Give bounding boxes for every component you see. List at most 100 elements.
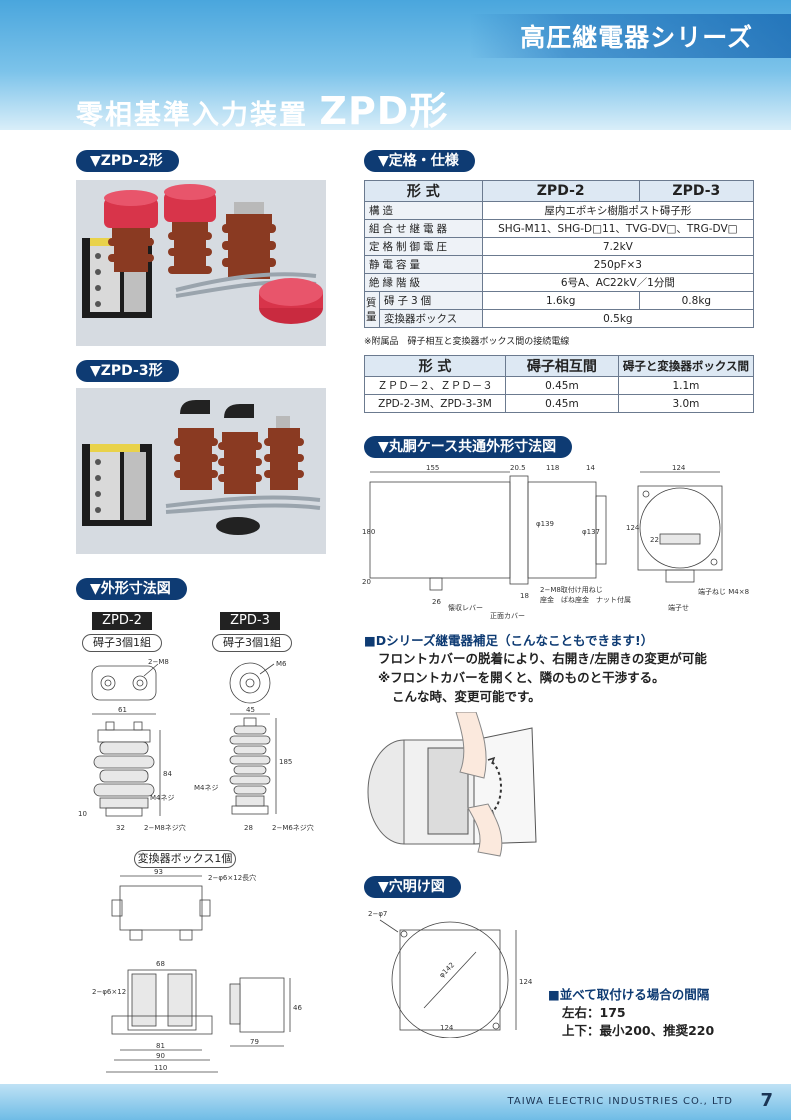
zpd2-dim-32: 32 (116, 824, 125, 832)
box-dim-81: 81 (156, 1042, 165, 1050)
spec-row-insulation: 絶縁階級 6号A、AC22kV／1分間 (364, 273, 755, 292)
drill-circle (391, 921, 509, 1038)
spec-head-type: 形 式 (364, 180, 483, 202)
case-dim-26: 26 (432, 598, 441, 606)
case-screw-label: 端子ねじ M4×8 (698, 587, 749, 596)
case-dim-14: 14 (586, 464, 595, 472)
page-footer (0, 1084, 791, 1120)
cable-head-type: 形 式 (364, 355, 506, 377)
case-dim-137: φ137 (582, 528, 600, 536)
box-pill: 変換器ボックス1個 (134, 850, 236, 868)
case-dim-20: 20 (362, 578, 371, 586)
dseries-line2: ※フロントカバーを開くと、隣のものと干渉する。 (378, 670, 665, 685)
drilling-drawing: 2−φ7 φ142 124 124 (368, 910, 533, 1038)
case-dim-124: 124 (672, 464, 686, 472)
zpd2-photo (76, 180, 326, 346)
box-hole2-label: 2−φ6×12 (92, 988, 126, 996)
spacing-ud: 上下：最小200、推奨220 (562, 1023, 715, 1038)
case-cover-label: 正面カバー (490, 612, 525, 620)
box-dim-46: 46 (293, 1004, 302, 1012)
zpd3-photo (76, 388, 326, 554)
spec-mass-label: 質量 (364, 291, 380, 328)
cable-row: ZPD-2-3M、ZPD-3-3M 0.45m 3.0m (364, 394, 755, 413)
case-dim-155: 155 (426, 464, 439, 472)
spec-row-mass-box: 変換器ボックス 0.5kg (365, 309, 755, 328)
spec-row-capacitance: 静電容量 250pF×3 (364, 255, 755, 274)
case-side-view (369, 481, 511, 579)
cable-head-between: 碍子相互間 (505, 355, 619, 377)
section-drilling: ▼穴明け図 (364, 876, 461, 898)
box-top-view (119, 885, 203, 931)
box-dim-90: 90 (156, 1052, 165, 1060)
cable-head-to-box: 碍子と変換器ボックス間 (617, 355, 755, 377)
zpd2-photo-illustration (76, 180, 326, 346)
page-number: 7 (760, 1090, 773, 1111)
zpd3-m6-label: M6 (276, 660, 287, 668)
section-specs: ▼定格・仕様 (364, 150, 475, 172)
dseries-line3: こんな時、変更可能です。 (392, 689, 541, 704)
spec-head-zpd3: ZPD-3 (638, 180, 755, 202)
spec-row-mass-insulator: 質量 碍子3個 1.6kg 0.8kg (364, 291, 755, 328)
zpd3-pill: 碍子3個1組 (212, 634, 292, 652)
series-title: 高圧継電器シリーズ (520, 23, 753, 52)
drill-square (399, 929, 501, 1031)
spec-table: 形 式 ZPD-2 ZPD-3 構造 屋内エポキシ樹脂ポスト碍子形 組合せ継電器… (364, 180, 755, 328)
zpd2-m8-hole-label: 2−M8ネジ穴 (144, 823, 186, 832)
title-model: ZPD形 (319, 89, 449, 133)
case-dim-124-v: 124 (626, 524, 640, 532)
case-dim-139: φ139 (536, 520, 554, 528)
drill-hole-label: 2−φ7 (368, 910, 387, 918)
spacing-lr: 左右：175 (562, 1005, 626, 1020)
cable-table: 形 式 碍子相互間 碍子と変換器ボックス間 ＺＰＤ－２、ＺＰＤ－３ 0.45m … (364, 355, 755, 413)
zpd2-m8-label: 2−M8 (148, 658, 169, 666)
box-dim-110: 110 (154, 1064, 167, 1072)
page-title: 零相基準入力装置 ZPD形 (76, 80, 448, 135)
zpd3-dim-28: 28 (244, 824, 253, 832)
zpd3-dim-45: 45 (246, 706, 255, 714)
case-terminal-label: 端子せ (668, 603, 689, 612)
zpd3-m4-label: M4ネジ (194, 784, 219, 792)
case-dim-22: 22 (650, 536, 659, 544)
zpd2-dim-61: 61 (118, 706, 127, 714)
drill-w-label: 124 (440, 1024, 454, 1032)
insulator-outline-drawing: 2−M8 61 84 M4ネジ 10 32 2−M8ネジ穴 M6 45 185 … (78, 658, 314, 832)
section-zpd2: ▼ZPD-2形 (76, 150, 179, 172)
box-dim-93: 93 (154, 868, 163, 876)
zpd2-m4-label: M4ネジ (150, 794, 175, 802)
zpd3-dim-label: ZPD-3 (220, 612, 280, 630)
zpd2-dim-10: 10 (78, 810, 87, 818)
section-outline: ▼外形寸法図 (76, 578, 187, 600)
box-hole1-label: 2−φ6×12長穴 (208, 873, 256, 882)
case-mount-label: 2−M8取付け用ねじ (540, 585, 603, 594)
spec-row-relay: 組合せ継電器 SHG-M11、SHG-D□11、TVG-DV□、TRG-DV□ (364, 219, 755, 238)
spec-row-structure: 構造 屋内エポキシ樹脂ポスト碍子形 (364, 201, 755, 220)
drill-h-label: 124 (519, 978, 533, 986)
case-dim-180: 180 (362, 528, 375, 536)
dseries-line1: フロントカバーの脱着により、右開き/左開きの変更が可能 (378, 651, 707, 666)
case-dim-20-5: 20.5 (510, 464, 526, 472)
spec-row-voltage: 定格制御電圧 7.2kV (364, 237, 755, 256)
cable-row: ＺＰＤ－２、ＺＰＤ－３ 0.45m 1.1m (364, 376, 755, 395)
spacing-title: ■並べて取付ける場合の間隔 (548, 987, 710, 1002)
zpd2-pill: 碍子3個1組 (82, 634, 162, 652)
converter-box-drawing: 93 2−φ6×12長穴 68 2−φ6×12 81 90 110 46 79 (92, 868, 302, 1073)
zpd2-top-view (91, 665, 157, 701)
zpd3-dim-185: 185 (279, 758, 292, 766)
spec-note: ※附属品 碍子相互と変換器ボックス間の接続電線 (364, 337, 570, 347)
case-washer-label: 座金 ばね座金 ナット付属 (540, 595, 631, 604)
box-front-view (127, 969, 197, 1031)
spec-head-zpd2: ZPD-2 (481, 180, 640, 202)
title-prefix: 零相基準入力装置 (76, 100, 308, 131)
zpd3-photo-illustration (76, 388, 326, 554)
case-dim-118: 118 (546, 464, 559, 472)
case-dims-drawing: 155 180 20 26 20.5 118 14 φ139 φ137 18 2… (362, 464, 749, 620)
zpd3-top-view (229, 662, 271, 704)
case-lever-label: 懐収レバー (448, 603, 483, 612)
section-case-dims: ▼丸胴ケース共通外形寸法図 (364, 436, 573, 458)
dseries-title: ■Dシリーズ継電器補足（こんなこともできます!） (364, 633, 654, 648)
series-banner (470, 14, 791, 58)
box-dim-68: 68 (156, 960, 165, 968)
zpd2-dim-84: 84 (163, 770, 172, 778)
case-front-view (637, 485, 723, 571)
front-cover-illustration (367, 712, 537, 857)
